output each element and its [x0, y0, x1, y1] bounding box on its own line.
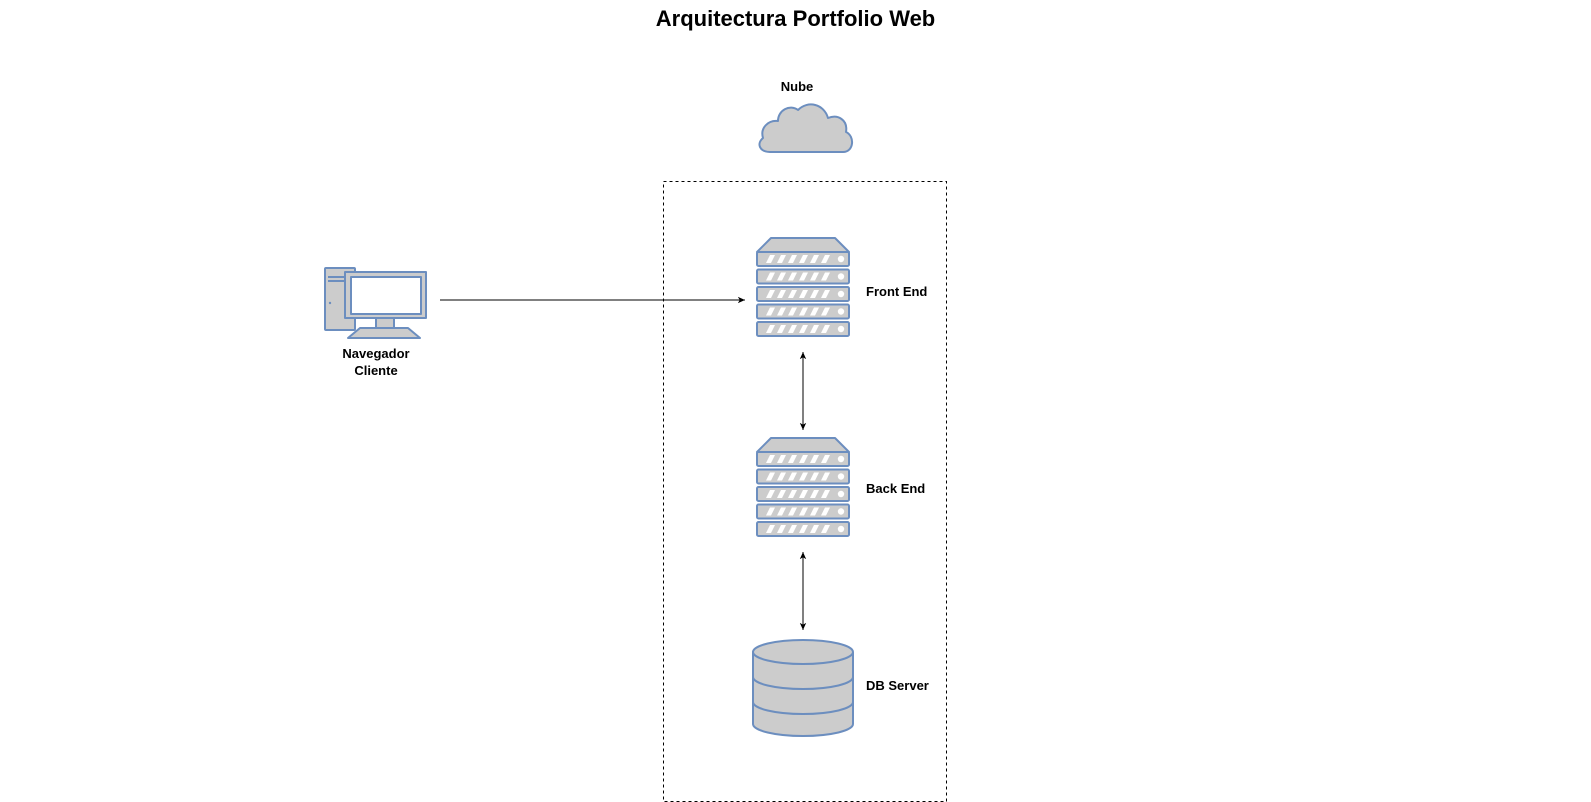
diagram-title: Arquitectura Portfolio Web — [655, 6, 936, 31]
server-rack-unit — [756, 503, 850, 520]
server-rack-unit — [756, 521, 850, 537]
backend-label: Back End — [866, 481, 926, 496]
server-rack-unit — [756, 468, 850, 485]
server-rack-unit — [756, 451, 850, 467]
client-label-line1: Navegador — [342, 346, 410, 361]
server-rack-unit — [756, 251, 850, 267]
client-label: Navegador Cliente — [316, 345, 436, 379]
backend-server-icon — [756, 437, 850, 537]
server-rack-unit — [756, 286, 850, 302]
server-rack-unit — [756, 268, 850, 285]
frontend-server-icon — [756, 237, 850, 337]
database-icon — [752, 639, 854, 737]
database-label: DB Server — [866, 678, 929, 693]
frontend-label: Front End — [866, 284, 928, 299]
cloud-icon — [758, 103, 853, 153]
desktop-computer-icon — [324, 267, 427, 339]
cloud-label: Nube — [780, 79, 814, 94]
server-rack-unit — [756, 321, 850, 337]
server-rack-unit — [756, 303, 850, 320]
client-label-line2: Cliente — [354, 363, 398, 378]
server-rack-unit — [756, 486, 850, 502]
